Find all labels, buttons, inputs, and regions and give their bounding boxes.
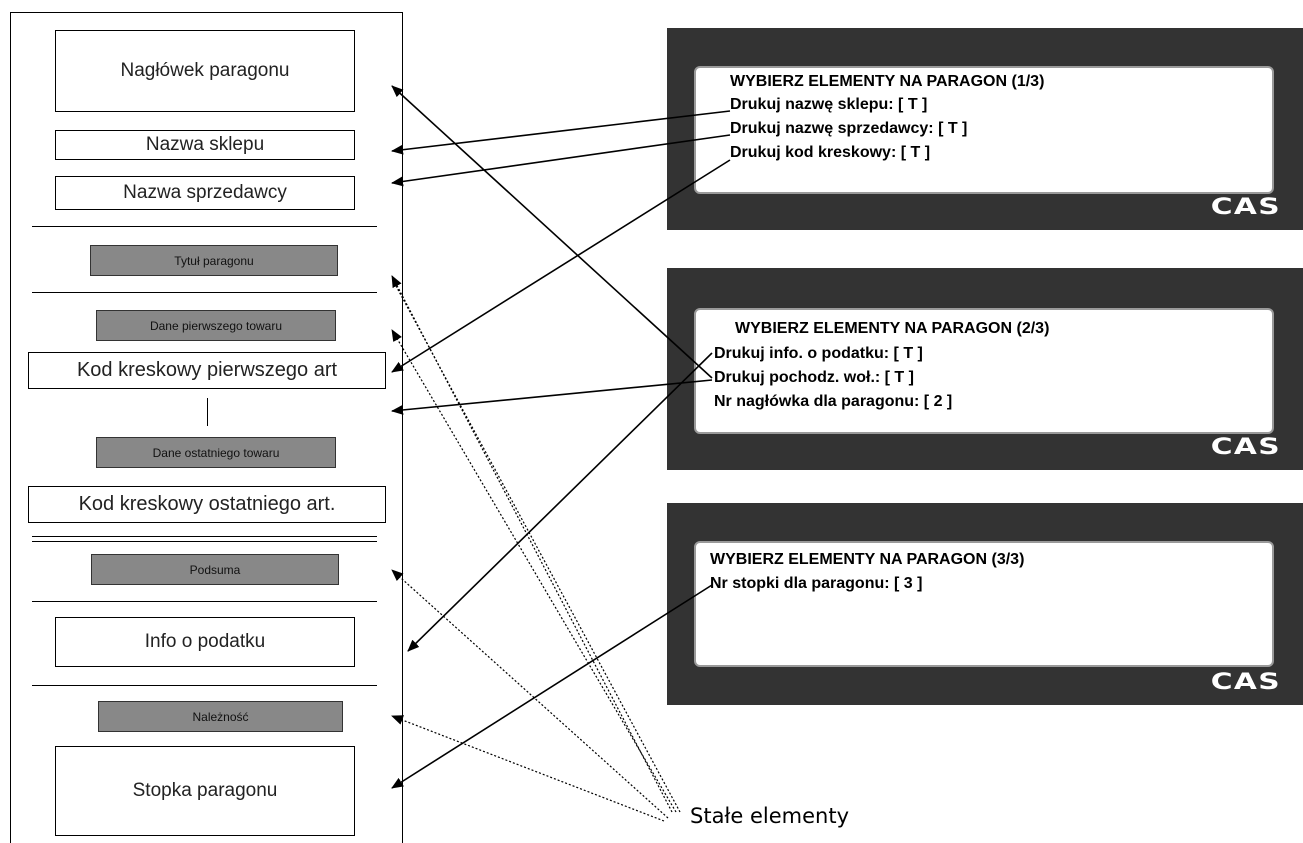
dotted-arrow-title [391, 275, 673, 813]
arrow-origin [391, 379, 713, 415]
lcd-option: Drukuj pochodz. woł.: [ T ] [714, 369, 914, 386]
lcd-option: Drukuj kod kreskowy: [ T ] [730, 144, 931, 161]
cas-logo: CAS [1210, 435, 1281, 460]
lcd-option: Drukuj nazwę sprzedawcy: [ T ] [730, 120, 968, 137]
lcd-option: Drukuj info. o podatku: [ T ] [714, 345, 923, 362]
subtotal-box: Podsuma [91, 554, 339, 585]
fixed-elements-caption: Stałe elementy [690, 804, 850, 828]
divider-4 [32, 685, 377, 686]
lcd-panel-3: WYBIERZ ELEMENTY NA PARAGON (3/3) Nr sto… [667, 503, 1303, 705]
last-item-barcode-box: Kod kreskowy ostatniego art. [28, 486, 386, 523]
cas-logo: CAS [1210, 195, 1281, 220]
shop-name-box: Nazwa sklepu [55, 130, 355, 160]
lcd-title: WYBIERZ ELEMENTY NA PARAGON (3/3) [710, 551, 1025, 568]
last-item-data-box: Dane ostatniego towaru [96, 437, 336, 468]
lcd-title: WYBIERZ ELEMENTY NA PARAGON (2/3) [735, 320, 1050, 337]
arrow-footer [391, 584, 713, 789]
receipt-footer-box: Stopka paragonu [55, 746, 355, 836]
receipt-header-box: Nagłówek paragonu [55, 30, 355, 112]
lcd-screen-2: WYBIERZ ELEMENTY NA PARAGON (2/3) Drukuj… [694, 308, 1274, 434]
lcd-option: Nr stopki dla paragonu: [ 3 ] [710, 575, 923, 592]
divider-double-bottom [32, 541, 377, 542]
dotted-guide-line [395, 285, 681, 813]
tax-info-box: Info o podatku [55, 617, 355, 667]
arrow-header [391, 85, 713, 379]
lcd-screen-1: WYBIERZ ELEMENTY NA PARAGON (1/3) Drukuj… [694, 66, 1274, 194]
first-item-barcode-box: Kod kreskowy pierwszego art [28, 352, 386, 389]
connector-line [207, 398, 208, 426]
lcd-panel-1: WYBIERZ ELEMENTY NA PARAGON (1/3) Drukuj… [667, 28, 1303, 230]
lcd-panel-2: WYBIERZ ELEMENTY NA PARAGON (2/3) Drukuj… [667, 268, 1303, 470]
dotted-arrow-subtotal [391, 569, 669, 819]
first-item-data-box: Dane pierwszego towaru [96, 310, 336, 341]
amount-due-box: Należność [98, 701, 343, 732]
receipt-title-box: Tytuł paragonu [90, 245, 338, 276]
dotted-arrow-amount-due [391, 715, 665, 822]
divider-double-top [32, 536, 377, 537]
lcd-option: Drukuj nazwę sklepu: [ T ] [730, 96, 928, 113]
divider-2 [32, 292, 377, 293]
lcd-option: Nr nagłówka dla paragonu: [ 2 ] [714, 393, 953, 410]
dotted-arrow-first-item [391, 329, 677, 813]
cas-logo: CAS [1210, 670, 1281, 695]
lcd-title: WYBIERZ ELEMENTY NA PARAGON (1/3) [730, 73, 1045, 90]
lcd-screen-3: WYBIERZ ELEMENTY NA PARAGON (3/3) Nr sto… [694, 541, 1274, 667]
seller-name-box: Nazwa sprzedawcy [55, 176, 355, 210]
divider-1 [32, 226, 377, 227]
divider-3 [32, 601, 377, 602]
